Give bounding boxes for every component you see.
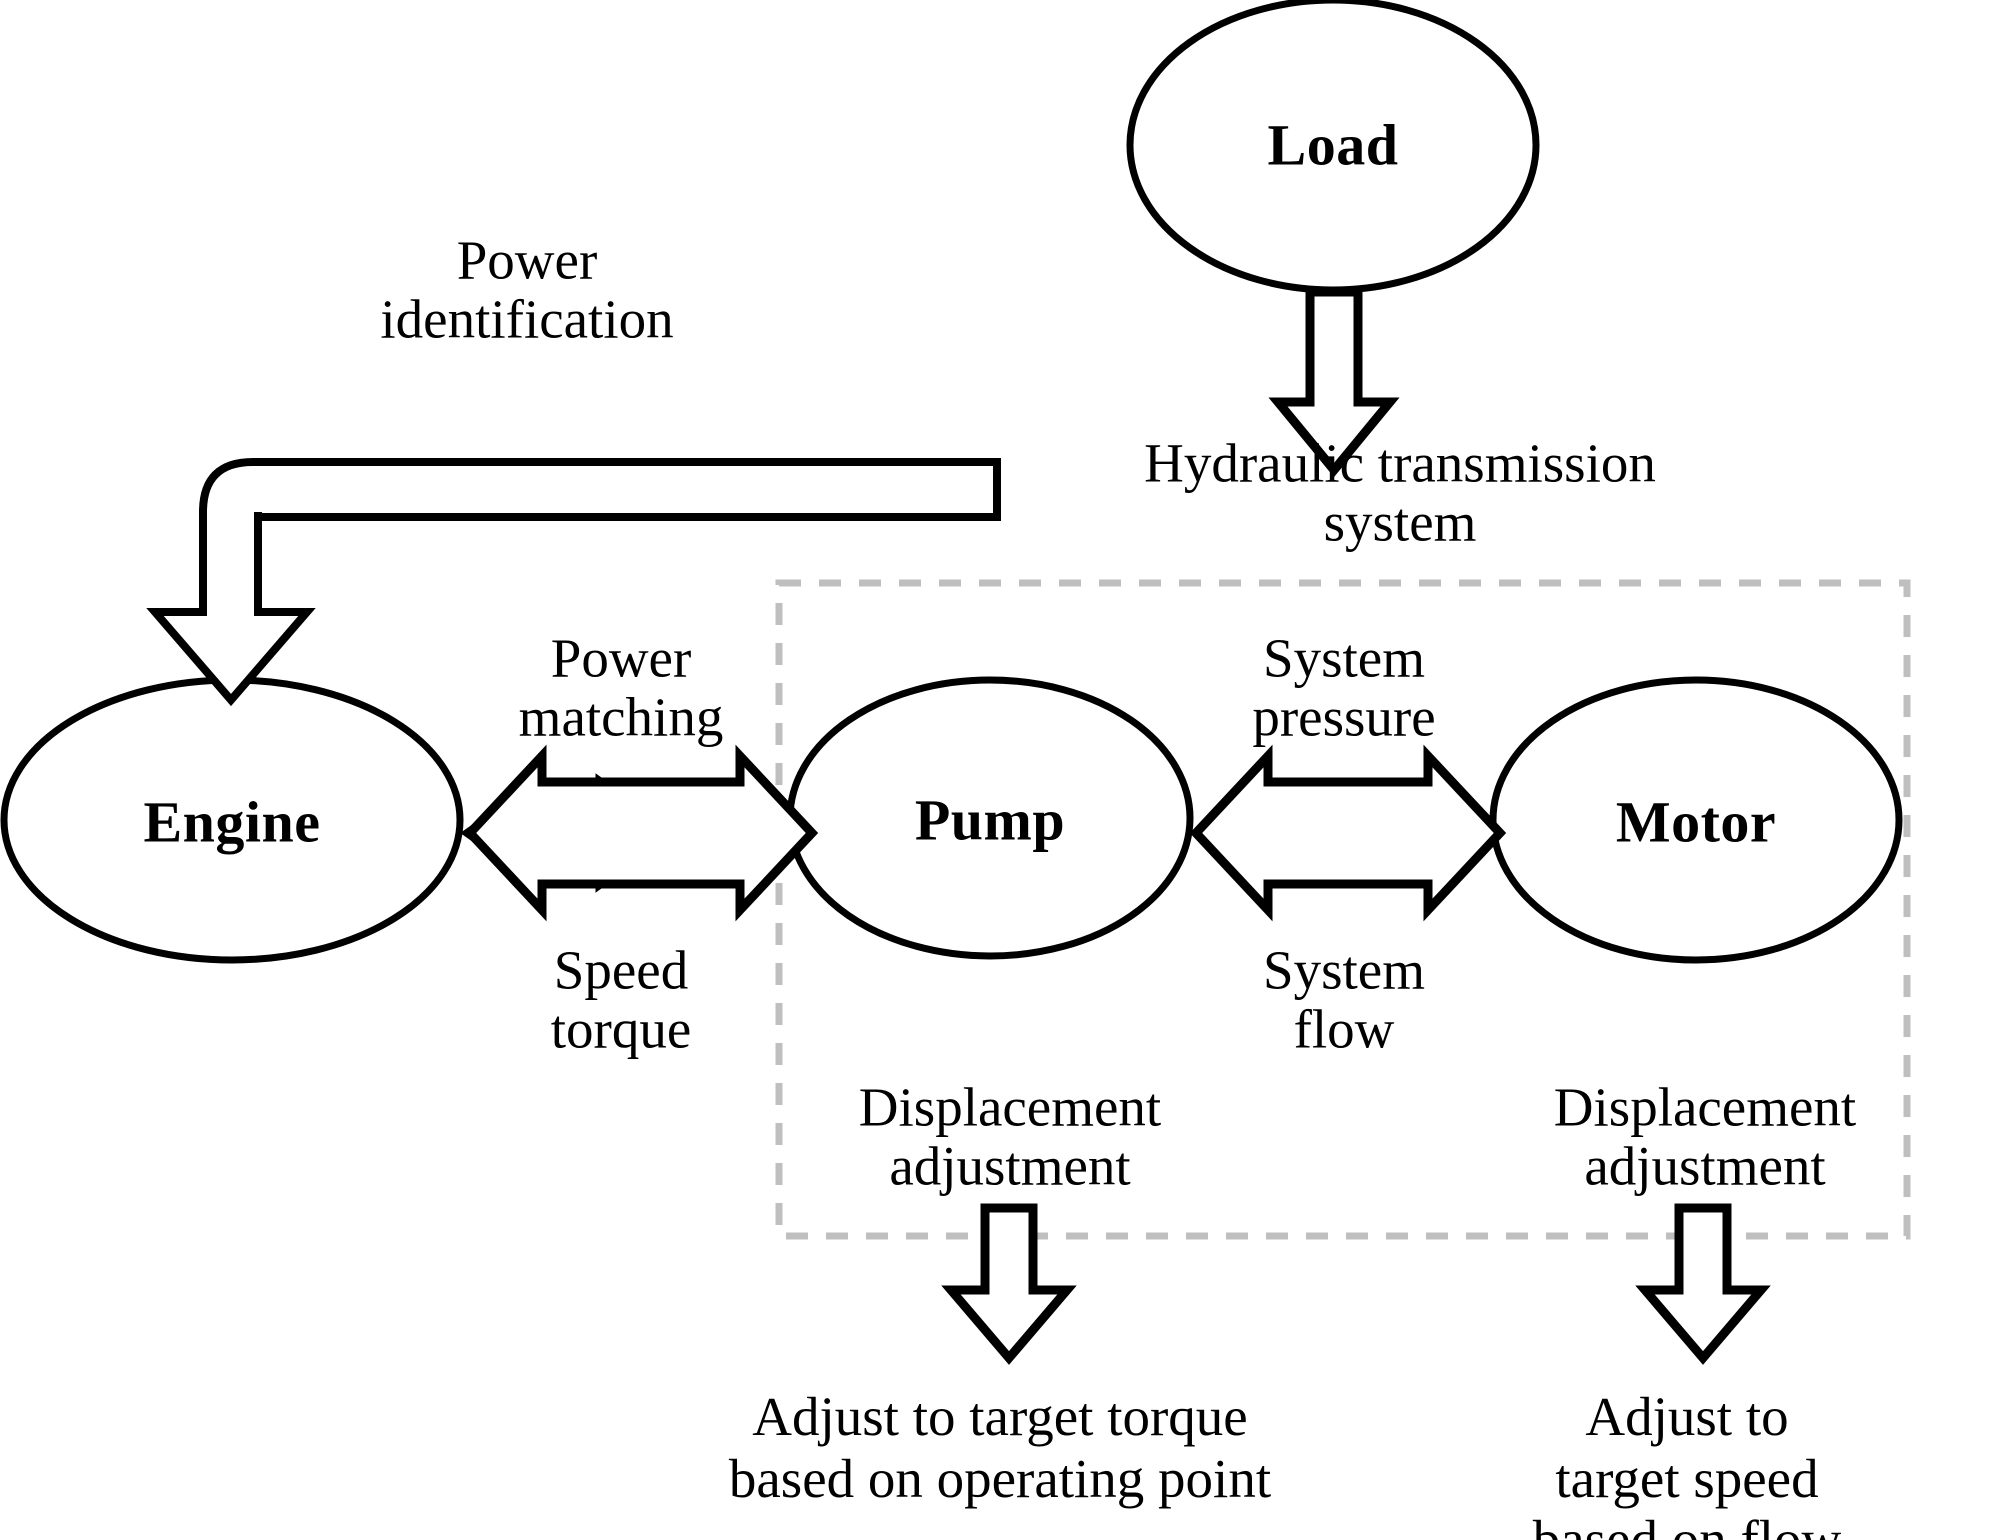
pump-motor-double-arrow-body [1189,744,1507,922]
speed-torque-label: Speed torque [550,939,692,1060]
pump-node-label: Pump [914,787,1066,853]
hydraulic-transmission-system-label: Hydraulic transmission system [1144,432,1656,553]
pump-outcome-label: Adjust to target torque based on operati… [728,1386,1272,1509]
pump-displacement-adjustment-label: Displacement adjustment [858,1076,1162,1197]
load-to-system-arrow-icon [1268,287,1400,478]
power-identification-label: Power identification [380,229,674,350]
motor-outcome-label: Adjust to target speed based on flow rat… [1532,1386,1842,1540]
power-matching-label: Power matching [518,627,724,748]
power-identification-hook-arrow-icon [146,458,1001,707]
pump-displacement-down-arrow-icon [941,1203,1077,1365]
motor-displacement-down-arrow-icon [1635,1203,1771,1365]
engine-node-label: Engine [143,789,321,855]
motor-node-label: Motor [1615,789,1777,855]
engine-pump-double-arrow-body [463,744,819,922]
motor-displacement-adjustment-label: Displacement adjustment [1553,1076,1857,1197]
hydraulic-transmission-system-box [775,579,1911,1240]
system-flow-label: System flow [1263,939,1425,1060]
load-node-label: Load [1267,112,1399,178]
system-pressure-label: System pressure [1252,627,1436,748]
